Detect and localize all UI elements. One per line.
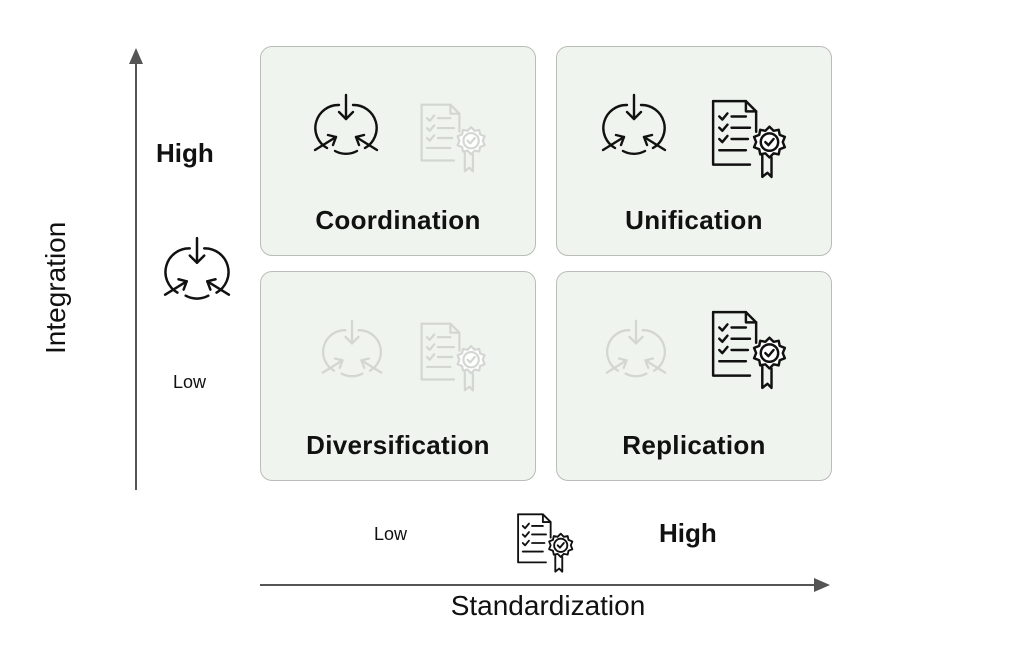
converge-arrows-icon bbox=[599, 91, 669, 161]
x-axis-arrow bbox=[260, 578, 830, 592]
converge-arrows-icon bbox=[603, 317, 669, 383]
quadrant-unification: Unification bbox=[556, 46, 832, 256]
quadrant-replication: Replication bbox=[556, 271, 832, 481]
quadrant-diversification: Diversification bbox=[260, 271, 536, 481]
converge-arrows-icon bbox=[161, 234, 233, 306]
converge-arrows-icon bbox=[311, 91, 381, 161]
certified-checklist-icon bbox=[418, 101, 490, 175]
converge-arrows-icon bbox=[319, 317, 385, 383]
certified-checklist-icon bbox=[418, 320, 490, 394]
y-axis-low-label: Low bbox=[173, 372, 207, 392]
quadrant-coordination: Coordination bbox=[260, 46, 536, 256]
quadrant-title: Replication bbox=[622, 430, 766, 460]
x-axis-label: Standardization bbox=[450, 590, 646, 621]
quadrant-title: Unification bbox=[625, 205, 763, 235]
y-axis-high-label: High bbox=[156, 138, 214, 168]
y-axis-label: Integration bbox=[40, 221, 71, 354]
certified-checklist-icon bbox=[709, 308, 791, 392]
y-axis-arrow bbox=[129, 48, 143, 490]
certified-checklist-icon bbox=[515, 511, 577, 575]
quadrant-title: Diversification bbox=[306, 430, 490, 460]
x-axis-high-label: High bbox=[659, 518, 717, 548]
quadrant-title: Coordination bbox=[315, 205, 481, 235]
certified-checklist-icon bbox=[709, 97, 791, 181]
x-axis-low-label: Low bbox=[374, 524, 408, 544]
